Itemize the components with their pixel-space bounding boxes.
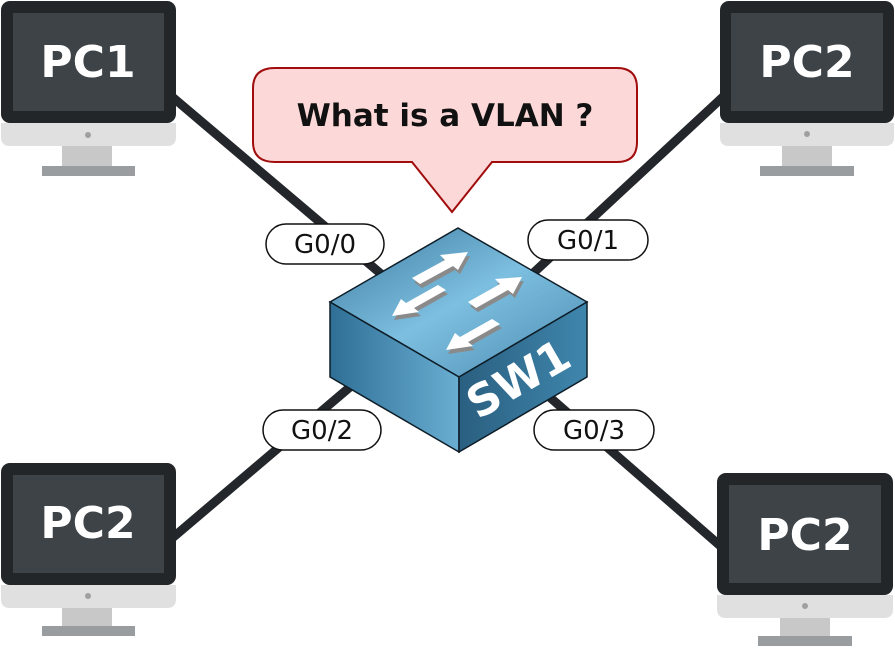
port-text: G0/1 — [557, 226, 619, 256]
monitor-base — [42, 166, 135, 176]
pc-top-left[interactable]: PC1 — [1, 1, 176, 176]
pc-label: PC2 — [40, 498, 135, 549]
cable-pc2-bottom-right-sw1 — [527, 376, 728, 554]
monitor-base — [42, 626, 135, 636]
port-label-g0-0: G0/0 — [265, 223, 385, 265]
monitor-led — [802, 603, 808, 609]
pc-label: PC2 — [759, 37, 854, 88]
port-label-g0-3: G0/3 — [533, 409, 655, 451]
switch-arrows-icon — [392, 252, 524, 354]
switch-right-face — [458, 300, 588, 454]
monitor-base — [760, 166, 854, 176]
pc-label: PC2 — [757, 510, 852, 561]
monitor-stand — [62, 608, 112, 626]
monitor-base — [758, 636, 852, 646]
cable-pc2-bottom-left-sw1 — [167, 366, 373, 544]
bubble-question: What is a VLAN ? — [297, 98, 594, 134]
pc-top-right[interactable]: PC2 — [720, 1, 894, 176]
port-text: G0/0 — [294, 230, 356, 260]
port-label-g0-2: G0/2 — [262, 409, 382, 451]
monitor-screen — [13, 13, 164, 111]
monitor-stand — [780, 618, 830, 636]
switch-sw1[interactable]: SW1 — [328, 227, 589, 454]
monitor-led — [804, 131, 810, 137]
pc-label: PC1 — [40, 37, 135, 88]
pc-bottom-left[interactable]: PC2 — [1, 463, 176, 636]
monitor-screen — [729, 485, 881, 583]
monitor-screen — [13, 475, 164, 573]
pc-bottom-right[interactable]: PC2 — [717, 473, 893, 646]
monitor-screen — [731, 13, 883, 111]
monitor-led — [85, 132, 91, 138]
port-text: G0/3 — [563, 416, 625, 446]
speech-bubble: What is a VLAN ? — [252, 67, 638, 214]
monitor-led — [85, 593, 91, 599]
monitor-stand — [62, 146, 112, 166]
bubble-shape — [252, 67, 638, 214]
port-label-g0-1: G0/1 — [527, 219, 649, 261]
port-text: G0/2 — [291, 416, 353, 446]
monitor-stand — [782, 146, 832, 166]
